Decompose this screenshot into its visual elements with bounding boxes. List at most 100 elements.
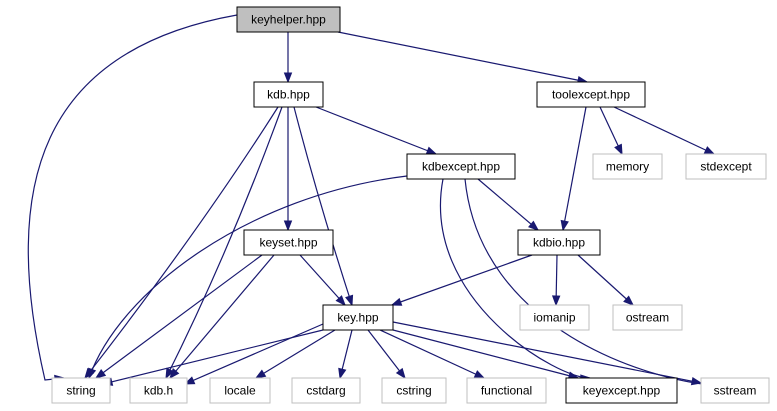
node-label: stdexcept xyxy=(700,160,752,174)
edge-keyset-to-kdbh xyxy=(169,254,275,380)
edge-line xyxy=(577,254,634,306)
node-label: kdb.h xyxy=(144,384,173,398)
edge-line xyxy=(299,254,346,306)
node-stdexcept[interactable]: stdexcept xyxy=(685,153,767,180)
node-keyset-hpp[interactable]: keyset.hpp xyxy=(243,229,334,256)
edge-kdbexcept-to-kdbio xyxy=(477,178,540,231)
dependency-edges xyxy=(27,14,716,389)
arrowhead xyxy=(88,367,97,380)
edge-key-to-cstring xyxy=(367,329,406,380)
arrowhead xyxy=(338,367,347,380)
arrowhead xyxy=(165,367,175,380)
node-label: kdbio.hpp xyxy=(533,236,585,250)
edge-toolexcept-to-kdbio xyxy=(560,106,587,232)
node-kdbexcept-hpp[interactable]: kdbexcept.hpp xyxy=(406,153,516,180)
edge-kdbio-to-iomanip xyxy=(551,254,561,307)
edge-line xyxy=(613,106,715,155)
arrowhead xyxy=(473,370,486,379)
node-keyhelper-hpp[interactable]: keyhelper.hpp xyxy=(236,6,341,33)
node-label: sstream xyxy=(714,384,757,398)
edge-line xyxy=(84,106,279,379)
node-label: cstring xyxy=(396,384,431,398)
edge-line xyxy=(391,254,533,306)
node-label: keyset.hpp xyxy=(259,236,317,250)
edge-line xyxy=(88,175,408,379)
node-kdb-hpp[interactable]: kdb.hpp xyxy=(253,81,324,108)
node-label: functional xyxy=(481,384,532,398)
arrowhead xyxy=(623,295,635,306)
edge-key-to-keyexcept xyxy=(392,329,580,380)
node-ostream[interactable]: ostream xyxy=(612,304,683,331)
edge-keyhelper-to-string xyxy=(27,14,238,384)
node-keyexcept-hpp[interactable]: keyexcept.hpp xyxy=(565,377,678,404)
edge-line xyxy=(27,14,238,381)
dependency-nodes: keyhelper.hpp kdb.hpp toolexcept.hpp kdb… xyxy=(51,6,770,404)
node-kdb-h[interactable]: kdb.h xyxy=(129,377,188,404)
node-label: toolexcept.hpp xyxy=(552,88,630,102)
edge-line xyxy=(392,321,702,384)
edge-key-to-sstream xyxy=(392,321,703,386)
node-label: locale xyxy=(224,384,256,398)
edge-kdbexcept-to-sstream xyxy=(464,178,714,389)
edge-kdb-to-key xyxy=(293,106,354,307)
edge-toolexcept-to-memory xyxy=(599,106,623,156)
node-kdbio-hpp[interactable]: kdbio.hpp xyxy=(517,229,601,256)
arrowhead xyxy=(528,220,540,231)
node-string[interactable]: string xyxy=(51,377,111,404)
edge-line xyxy=(184,323,324,385)
node-iomanip[interactable]: iomanip xyxy=(519,304,590,331)
node-key-hpp[interactable]: key.hpp xyxy=(322,304,394,331)
node-label: string xyxy=(66,384,95,398)
edge-line xyxy=(379,329,485,379)
arrowhead xyxy=(395,367,406,380)
node-label: kdbexcept.hpp xyxy=(422,160,500,174)
arrowhead xyxy=(560,219,569,232)
arrowhead xyxy=(390,297,403,306)
arrowhead xyxy=(283,220,293,232)
edge-line xyxy=(464,178,713,386)
node-label: key.hpp xyxy=(337,311,378,325)
node-label: cstdarg xyxy=(306,384,345,398)
edge-keyset-to-key xyxy=(299,254,346,307)
node-locale[interactable]: locale xyxy=(209,377,271,404)
edge-toolexcept-to-stdexcept xyxy=(613,106,716,155)
edge-line xyxy=(392,329,579,379)
edge-line xyxy=(165,106,283,379)
node-memory[interactable]: memory xyxy=(592,153,663,180)
node-sstream[interactable]: sstream xyxy=(700,377,770,404)
edge-key-to-kdbh xyxy=(183,323,324,385)
edge-line xyxy=(477,178,539,231)
edge-line xyxy=(293,106,353,306)
arrowhead xyxy=(703,146,716,155)
edge-keyhelper-to-kdb xyxy=(283,32,293,84)
arrowhead xyxy=(94,368,107,379)
node-label: ostream xyxy=(626,311,669,325)
edge-line xyxy=(367,329,406,379)
edge-line xyxy=(315,106,437,155)
arrowhead xyxy=(169,368,180,380)
edge-kdbio-to-ostream xyxy=(577,254,635,306)
node-label: keyhelper.hpp xyxy=(251,13,326,27)
arrowhead xyxy=(690,377,703,386)
node-label: keyexcept.hpp xyxy=(583,384,661,398)
edge-line xyxy=(95,254,263,379)
arrowhead xyxy=(551,295,561,307)
node-toolexcept-hpp[interactable]: toolexcept.hpp xyxy=(536,81,646,108)
arrowhead xyxy=(425,146,438,155)
node-functional[interactable]: functional xyxy=(466,377,547,404)
node-label: kdb.hpp xyxy=(267,88,310,102)
node-label: iomanip xyxy=(533,311,575,325)
edge-key-to-locale xyxy=(254,329,336,379)
edge-line xyxy=(562,106,587,231)
edge-line xyxy=(337,31,588,83)
edge-kdbio-to-key xyxy=(390,254,533,306)
edge-line xyxy=(102,329,324,385)
node-label: memory xyxy=(606,160,649,174)
arrowhead xyxy=(345,294,354,307)
edge-kdbexcept-to-keyexcept xyxy=(440,178,592,383)
node-cstdarg[interactable]: cstdarg xyxy=(291,377,361,404)
node-cstring[interactable]: cstring xyxy=(381,377,447,404)
arrowhead xyxy=(283,72,293,84)
edge-keyhelper-to-toolexcept xyxy=(337,31,589,85)
